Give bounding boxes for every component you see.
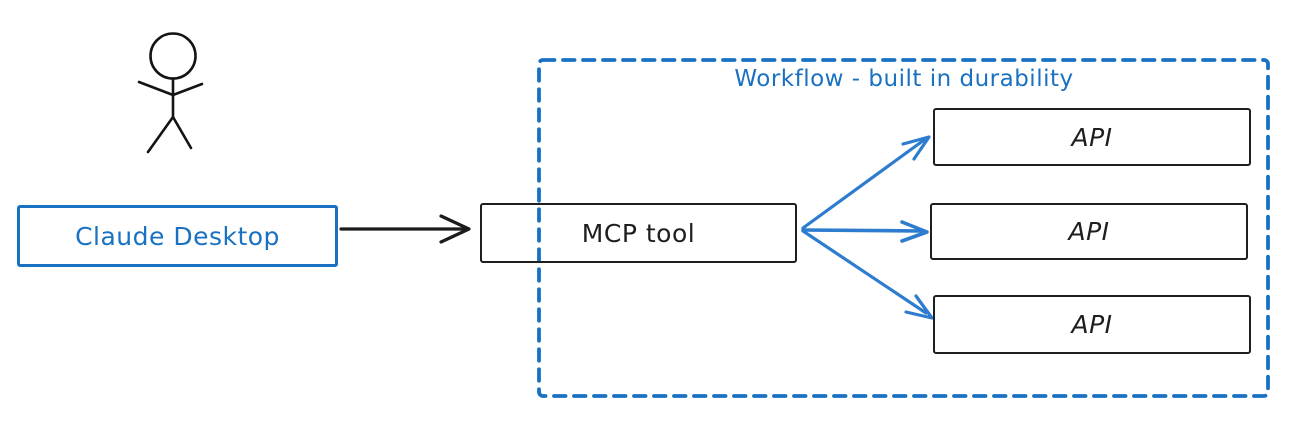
node-api-2-label: API: [1068, 217, 1110, 246]
person-stick-figure-icon: [137, 32, 204, 154]
workflow-group-title: Workflow - built in durability: [734, 66, 1074, 92]
node-api-3: API: [933, 295, 1251, 354]
edge-mcp-to-api2-arrow: [801, 220, 929, 243]
node-api-2: API: [930, 203, 1248, 260]
node-mcp-tool: MCP tool: [480, 203, 797, 263]
node-claude-desktop-label: Claude Desktop: [75, 221, 280, 251]
node-api-1-label: API: [1071, 122, 1113, 152]
node-api-1: API: [933, 108, 1251, 166]
node-api-3-label: API: [1071, 310, 1113, 339]
node-claude-desktop: Claude Desktop: [17, 205, 338, 267]
edge-claude-to-mcp-arrow: [339, 214, 471, 244]
node-mcp-tool-label: MCP tool: [581, 218, 696, 248]
edge-mcp-to-api3-arrow: [801, 229, 934, 320]
edge-mcp-to-api1-arrow: [801, 135, 931, 230]
workflow-group-border: [537, 58, 1270, 398]
